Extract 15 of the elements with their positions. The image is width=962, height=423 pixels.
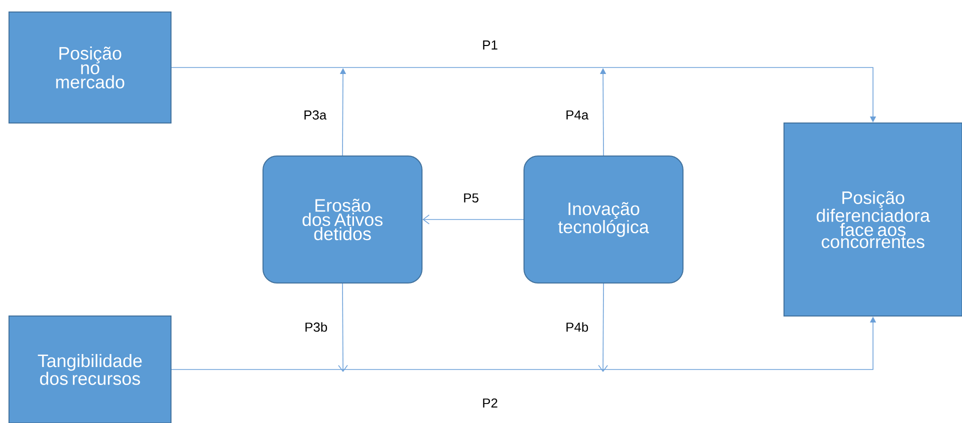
- process-box: Posição diferenciadora face aos concorrentes: [784, 122, 962, 316]
- edge-label: P3b: [306, 322, 328, 332]
- edge-label: P3a: [304, 110, 327, 120]
- edge-label: P1: [483, 40, 498, 50]
- process-box: Posição no mercado: [8, 12, 172, 124]
- arrow: [422, 214, 524, 224]
- rounded-box: Inovação tecnológica: [524, 156, 684, 284]
- edge-label: P5: [464, 193, 478, 203]
- edge-label: P4b: [566, 322, 588, 332]
- edge-label: P2: [483, 398, 498, 408]
- rounded-box: Erosão dos Ativos detidos: [262, 156, 422, 284]
- edge-label: P4a: [566, 110, 589, 120]
- process-box: Tangibilidade dos recursos: [8, 316, 172, 423]
- arrow: [338, 283, 348, 372]
- arrow: [598, 283, 608, 372]
